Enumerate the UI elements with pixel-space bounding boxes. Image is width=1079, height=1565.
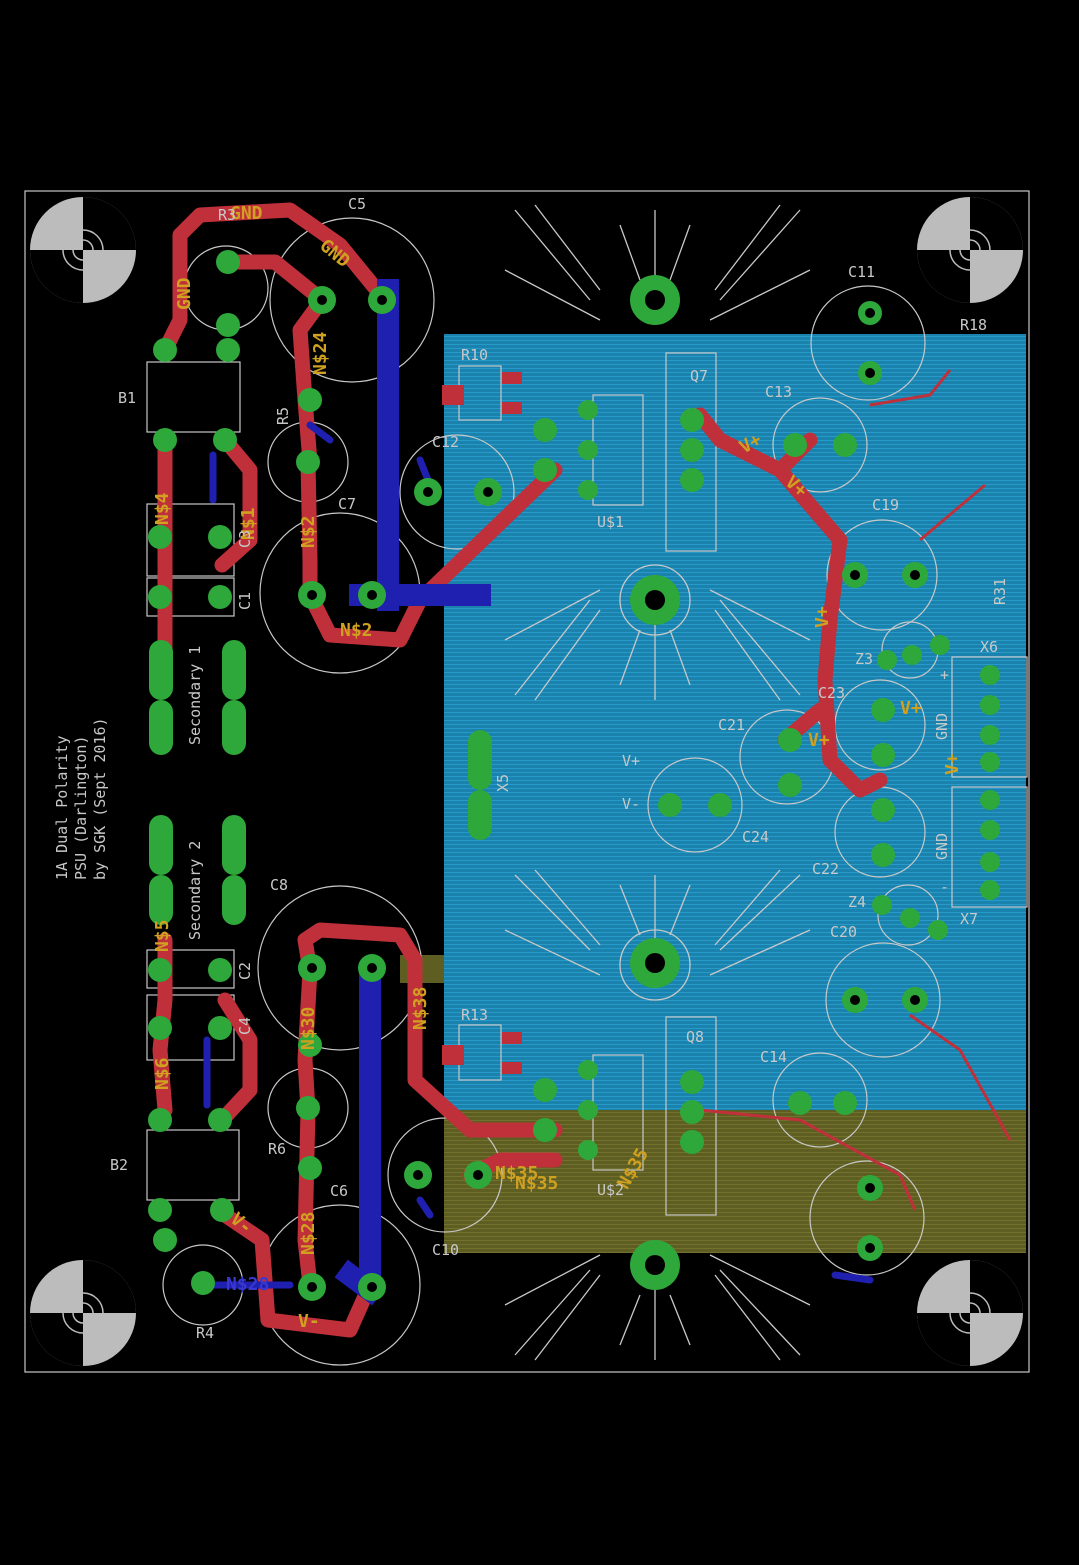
net-label-n38: N$38	[410, 986, 431, 1030]
designator-c23: C23	[818, 684, 846, 702]
mounting-hole-tr	[917, 197, 1023, 303]
top-copper-thin	[699, 369, 1012, 1211]
designator-r18: R18	[960, 316, 988, 334]
net-label-n5-upper: N$5	[152, 919, 173, 952]
designator-b2: B2	[110, 1156, 129, 1174]
net-label-n4: N$4	[152, 492, 173, 525]
designator-b1: B1	[118, 389, 137, 407]
designator-z3: Z3	[855, 650, 874, 668]
designator-q7: Q7	[690, 367, 709, 385]
mounting-hole-br	[917, 1260, 1023, 1366]
net-label-n6: N$6	[152, 1057, 173, 1090]
component-outlines	[146, 352, 1028, 1216]
designator-c10: C10	[432, 1241, 460, 1259]
net-label-vplus-c: V+	[812, 606, 833, 628]
board-title-line-3: by SGK (Sept 2016)	[91, 717, 109, 880]
silkscreen-secondary-1: Secondary 1	[186, 645, 204, 745]
board-outline	[24, 190, 1030, 1373]
designator-c21: C21	[718, 716, 746, 734]
led-vplus-label: V+	[622, 752, 641, 770]
designator-c2: C2	[236, 961, 254, 980]
connector-plus-label: +	[940, 666, 950, 684]
designator-c5: C5	[348, 195, 367, 213]
silkscreen-secondary-2: Secondary 2	[186, 840, 204, 940]
net-label-vplus-e: V+	[900, 698, 922, 719]
designator-r13: R13	[461, 1006, 489, 1024]
designator-c3: C3	[236, 529, 254, 548]
designator-r31: R31	[991, 577, 1009, 605]
designator-c24: C24	[742, 828, 770, 846]
designator-c11: C11	[848, 263, 876, 281]
designator-us2: U$2	[597, 1181, 625, 1199]
designator-r4: R4	[196, 1324, 215, 1342]
designator-c6: C6	[330, 1182, 349, 1200]
mounting-hole-bl	[30, 1260, 136, 1366]
designator-c20: C20	[830, 923, 858, 941]
connector-minus-label: -	[940, 878, 950, 896]
designator-r5: R5	[274, 406, 292, 425]
designator-c4: C4	[236, 1016, 254, 1035]
net-label-n28: N$28	[226, 1274, 270, 1295]
heatsink-lower	[504, 869, 811, 1361]
pads	[148, 250, 1000, 1301]
board-title-line-2: PSU (Darlington)	[72, 735, 90, 881]
mounting-hole-tl	[30, 197, 136, 303]
net-label-n30: N$30	[298, 1006, 319, 1050]
net-label-vminus-bottom: V-	[298, 1311, 320, 1332]
heatsink-upper	[504, 204, 811, 701]
designator-r3: R3	[218, 206, 237, 224]
designator-c7: C7	[338, 495, 357, 513]
designator-c14: C14	[760, 1048, 788, 1066]
designator-x5: X5	[494, 773, 512, 792]
net-label-n24: N$24	[310, 331, 331, 375]
net-label-n35-a: N$35	[495, 1163, 539, 1184]
designator-c13: C13	[765, 383, 793, 401]
designator-c1: C1	[236, 591, 254, 610]
board-title-line-1: 1A Dual Polarity	[53, 735, 71, 881]
net-label-vplus-d: V+	[808, 730, 830, 751]
pad-holes	[307, 295, 920, 1292]
net-label-n2-bottom: N$2	[340, 620, 373, 641]
designator-x6: X6	[980, 638, 999, 656]
designator-c12: C12	[432, 433, 460, 451]
designator-r6: R6	[268, 1140, 287, 1158]
net-label-n2-vertical: N$2	[298, 515, 319, 548]
net-label-n35-b: N$35	[515, 1173, 559, 1194]
led-vminus-label: V-	[622, 795, 641, 813]
designator-z4: Z4	[848, 893, 867, 911]
net-label-gnd-top: GND	[230, 203, 263, 224]
designator-r10: R10	[461, 346, 489, 364]
net-label-n28-vertical: N$28	[298, 1211, 319, 1255]
net-label-vplus-f: V+	[942, 753, 963, 775]
designator-q8: Q8	[686, 1028, 705, 1046]
designator-x7: X7	[960, 910, 979, 928]
net-label-gnd-left: GND	[174, 277, 195, 310]
designator-c22: C22	[812, 860, 840, 878]
smd-pads	[442, 372, 522, 1074]
connector-x6-gnd-label: GND	[933, 712, 951, 740]
heatsink-mount-pads	[630, 275, 680, 1290]
capacitor-outlines	[162, 217, 941, 1366]
connector-x7-gnd-label: GND	[933, 832, 951, 860]
designator-us1: U$1	[597, 513, 625, 531]
designator-c19: C19	[872, 496, 900, 514]
designator-c8: C8	[270, 876, 289, 894]
